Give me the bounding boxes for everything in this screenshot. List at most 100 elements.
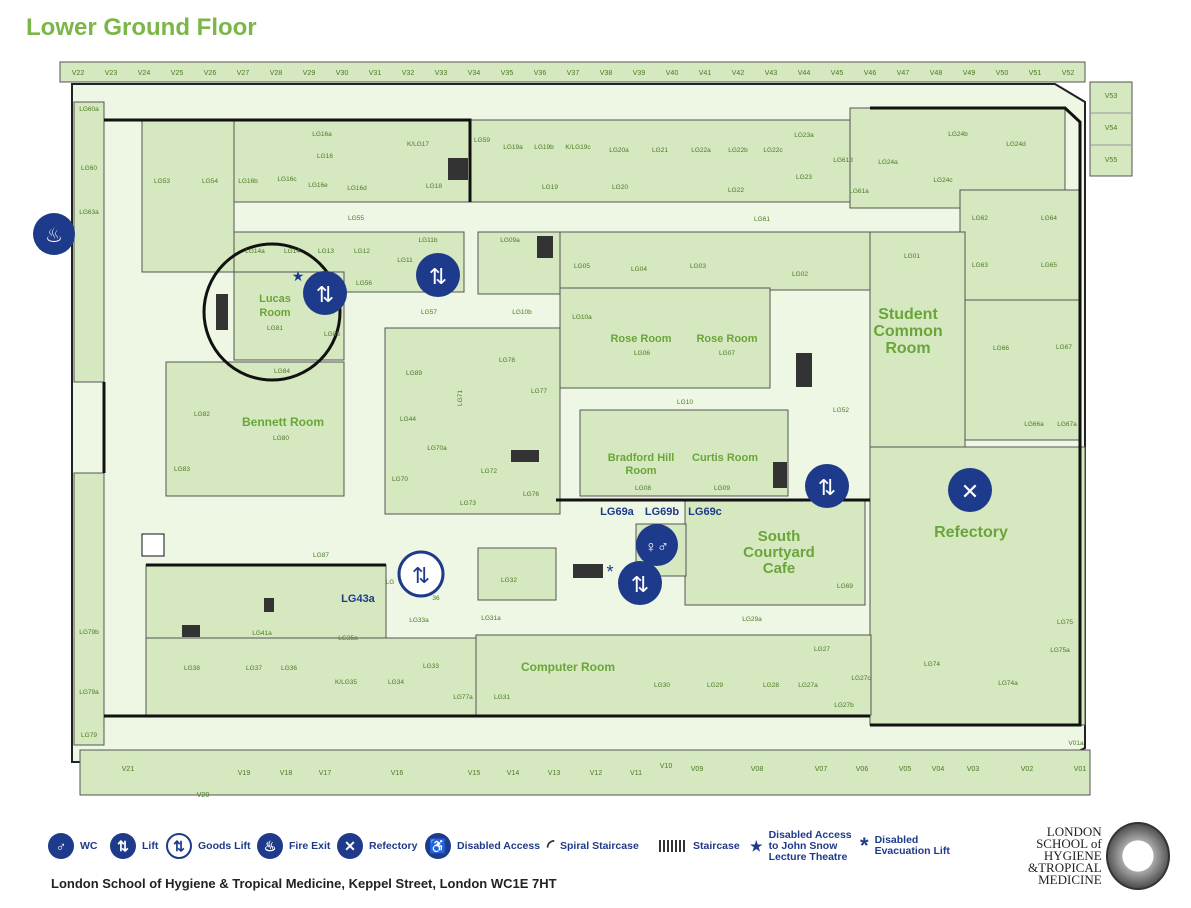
named-room-bennett: Bennett Room <box>242 415 324 429</box>
fire-exit-icon <box>33 213 75 255</box>
lift-icon-glyph: ⇅ <box>818 475 836 500</box>
room-label: LG22c <box>763 147 783 154</box>
room-label: LG87 <box>313 552 329 559</box>
vault-label: V25 <box>171 70 184 77</box>
room-label: LG20a <box>609 147 629 154</box>
named-room-rose-1: Rose Room <box>610 333 671 345</box>
disabled-access-icon: ♿ <box>425 833 451 859</box>
disabled-access-john-snow-icon: ★ <box>292 268 305 284</box>
room-label: LG22 <box>728 187 744 194</box>
vault-label: V03 <box>967 766 980 773</box>
room-label: LG16d <box>347 185 367 192</box>
vault-label: V30 <box>336 70 349 77</box>
room-label: LG77 <box>531 388 547 395</box>
lift-icon-glyph: ⇅ <box>631 572 649 597</box>
room-block <box>559 287 771 389</box>
vault-strip <box>59 61 1086 83</box>
staircase-icon <box>537 236 553 258</box>
legend-item-evacuation: *Disabled Evacuation Lift <box>860 832 950 860</box>
room-label: LG63a <box>79 209 99 216</box>
crest-logo-icon <box>1106 822 1170 890</box>
named-room-rose-2: Rose Room <box>696 333 757 345</box>
room-label: LG79 <box>81 732 97 739</box>
vault-label: V22 <box>72 70 85 77</box>
room-label: LG61a <box>849 188 869 195</box>
vault-label: V55 <box>1105 157 1118 164</box>
room-label: LG60 <box>81 165 97 172</box>
vault-label: V35 <box>501 70 514 77</box>
staircase-icon <box>773 462 787 488</box>
room-label: LG21 <box>652 147 668 154</box>
room-block <box>141 533 165 557</box>
room-label: LG66a <box>1024 421 1044 428</box>
vault-label: V38 <box>600 70 613 77</box>
vault-label: V06 <box>856 766 869 773</box>
room-label: LG31 <box>494 694 510 701</box>
room-block <box>469 119 851 203</box>
room-label: K/LG17 <box>407 141 429 148</box>
room-label: LG52 <box>833 407 849 414</box>
room-label: V01a <box>1068 740 1084 747</box>
room-label: LG19 <box>542 184 558 191</box>
room-label: LG05 <box>574 263 590 270</box>
room-label: LG83 <box>174 466 190 473</box>
vault-label: V04 <box>932 766 945 773</box>
room-label: LG16a <box>312 131 332 138</box>
legend-item-refectory: ✕Refectory <box>337 832 417 860</box>
legend-item-disabled-access: ♿Disabled Access <box>425 832 540 860</box>
room-label: LG62 <box>972 215 988 222</box>
room-label: LG31a <box>481 615 501 622</box>
room-label: LG72 <box>481 468 497 475</box>
vault-label: V19 <box>238 770 251 777</box>
staircase-icon <box>796 353 812 387</box>
legend-item-lift: ⇅Lift <box>110 832 158 860</box>
callout-lg43a: LG43a <box>341 593 376 605</box>
vault-strip <box>79 749 1091 796</box>
room-label: LG20 <box>612 184 628 191</box>
room-label: LG56 <box>356 280 372 287</box>
room-label: LG29 <box>707 682 723 689</box>
vault-label: V07 <box>815 766 828 773</box>
vault-label: V31 <box>369 70 382 77</box>
room-label: LG11 <box>397 257 413 264</box>
room-label: LG77a <box>453 694 473 701</box>
vault-label: V53 <box>1105 93 1118 100</box>
callout-lg69a: LG69a <box>600 506 635 518</box>
staircase-icon <box>573 564 603 578</box>
room-label: LG66 <box>993 345 1009 352</box>
room-label: LG10 <box>677 399 693 406</box>
room-label: LG70 <box>392 476 408 483</box>
vault-label: V10 <box>660 763 673 770</box>
vault-label: V49 <box>963 70 976 77</box>
room-label: LG74 <box>924 661 940 668</box>
callout-lg69b: LG69b <box>645 506 680 518</box>
room-label: LG08 <box>635 485 651 492</box>
vault-label: V12 <box>590 770 603 777</box>
staircase-icon <box>216 294 228 330</box>
wall-line <box>870 106 1082 727</box>
vault-label: V26 <box>204 70 217 77</box>
room-label: LG37 <box>246 665 262 672</box>
vault-label: V37 <box>567 70 580 77</box>
room-label: LG54 <box>202 178 218 185</box>
asterisk-icon: * <box>860 833 869 858</box>
room-block <box>477 547 557 601</box>
room-label: LG74a <box>998 680 1018 687</box>
room-label: LG78 <box>499 357 515 364</box>
room-label: K/LG35 <box>335 679 357 686</box>
named-room-refectory: Refectory <box>934 524 1008 541</box>
room-label: LG24a <box>878 159 898 166</box>
room-label: LG59 <box>474 137 490 144</box>
room-label: K/LG19c <box>565 144 591 151</box>
room-label: LG10a <box>572 314 592 321</box>
vault-label: V42 <box>732 70 745 77</box>
vault-strip <box>1089 81 1133 177</box>
vault-label: V40 <box>666 70 679 77</box>
room-block <box>869 231 966 448</box>
vault-label: V08 <box>751 766 764 773</box>
vault-label: V20 <box>197 792 210 799</box>
room-label: 36 <box>432 595 440 602</box>
legend-item-spiral: ◜Spiral Staircase <box>547 832 639 860</box>
